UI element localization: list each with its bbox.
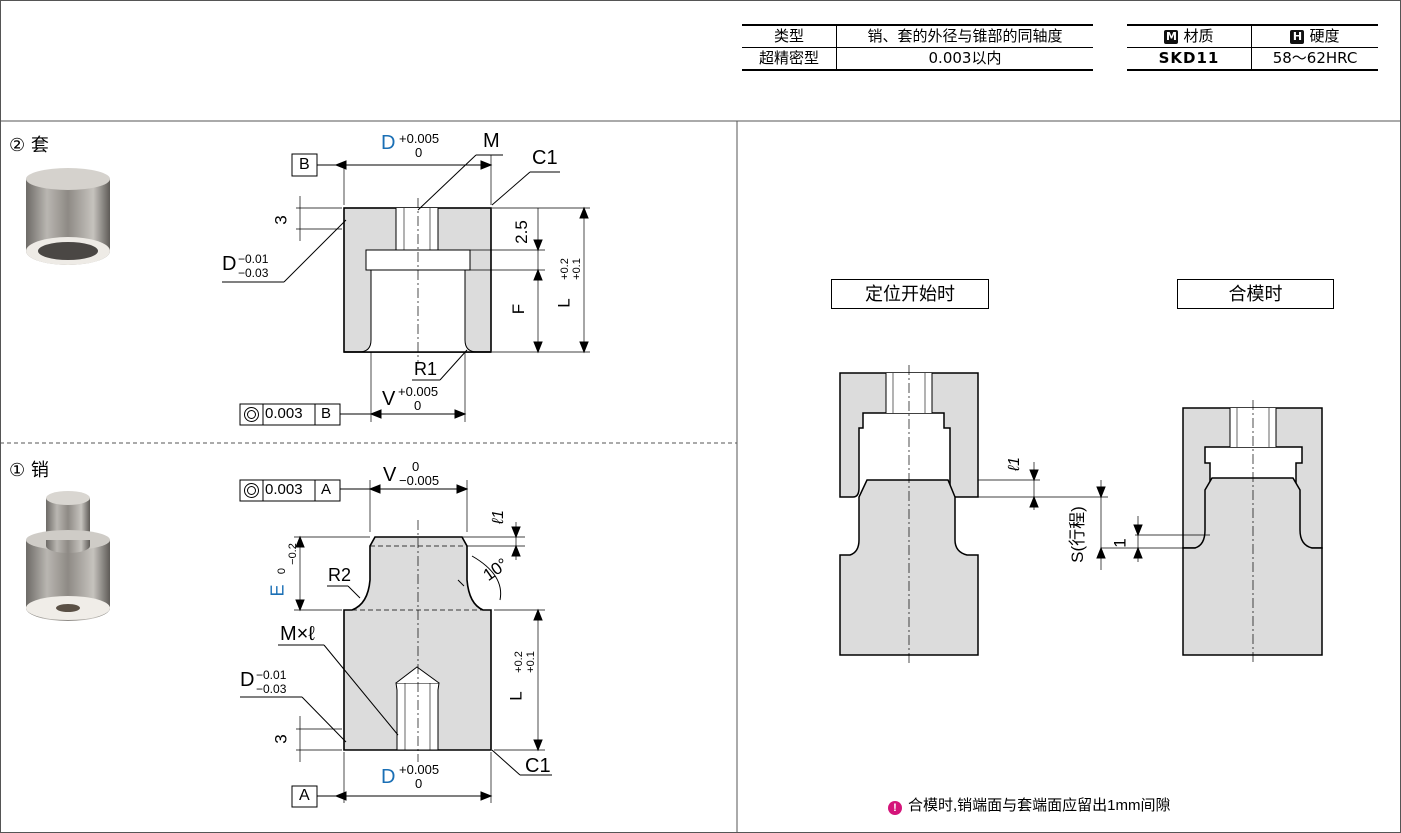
bushing-l-label: L (554, 298, 574, 308)
bushing-dminus-upper: −0.01 (238, 252, 269, 266)
spec-table-type: 类型 销、套的外径与锥部的同轴度 超精密型 0.003以内 (742, 24, 1093, 71)
pin-v-letter: V (383, 464, 397, 486)
pin-mxl-label: M×ℓ (280, 623, 315, 645)
pin-d-tol-upper: +0.005 (399, 762, 440, 777)
bushing-datum-label: B (299, 156, 310, 173)
bushing-photo (26, 168, 110, 265)
pin-e-tol-upper: 0 (276, 567, 289, 575)
bushing-d-tol-upper: +0.005 (399, 131, 440, 146)
bushing-drawing (222, 153, 590, 426)
warning-icon: ! (888, 801, 902, 815)
bushing-2-5-label: 2.5 (511, 220, 531, 244)
pin-c1-label: C1 (525, 755, 551, 777)
bushing-dminus-letter: D (222, 253, 237, 275)
assembly-start (839, 365, 1108, 665)
pin-dminus-lower: −0.03 (256, 682, 287, 696)
pin-v-tol-upper: 0 (412, 459, 420, 474)
bushing-v-tol-lower: 0 (414, 398, 422, 413)
bushing-section-title: ② 套 (9, 135, 49, 156)
bushing-f-label: F (509, 303, 529, 315)
gap-one-label: 1 (1110, 538, 1130, 548)
pin-photo (26, 491, 110, 621)
pin-coax-value: 0.003 (265, 481, 303, 498)
hardness-value: 58～62HRC (1251, 47, 1378, 71)
pin-l-tol-lower: +0.1 (524, 651, 537, 673)
material-value: SKD11 (1127, 47, 1252, 71)
bushing-l-tol-upper: +0.2 (558, 258, 571, 280)
label-start-box: 定位开始时 (831, 279, 989, 309)
pin-d-letter: D (381, 766, 396, 788)
pin-r2-label: R2 (328, 565, 352, 585)
bushing-r1-label: R1 (414, 359, 438, 379)
pin-l-tol-upper: +0.2 (512, 651, 525, 673)
pin-d-tol-lower: 0 (415, 776, 423, 791)
hardness-badge-icon: H (1290, 30, 1305, 44)
pin-dminus-upper: −0.01 (256, 668, 287, 682)
bushing-dminus-lower: −0.03 (238, 266, 269, 280)
material-badge-icon: M (1164, 30, 1179, 44)
pin-section-title: ① 销 (9, 460, 49, 481)
pin-drawing (239, 479, 552, 808)
pin-dminus-letter: D (240, 669, 255, 691)
pin-datum-label: A (299, 787, 310, 804)
pin-v-tol-lower: −0.005 (399, 473, 440, 488)
stroke-label: S(行程) (1067, 506, 1087, 563)
bushing-d-tol-lower: 0 (415, 145, 423, 160)
coaxiality-value: 0.003以内 (836, 47, 1093, 71)
pin-coax-datum: A (321, 481, 332, 498)
type-value: 超精密型 (742, 47, 837, 71)
assembly-l1-label: ℓ1 (1006, 456, 1024, 472)
pin-l-label: L (506, 691, 526, 701)
bushing-3-label: 3 (271, 215, 291, 225)
pin-e-letter: E (267, 584, 288, 597)
closing-note: !合模时,销端面与套端面应留出1mm间隙 (888, 794, 1171, 815)
bushing-c1-label: C1 (532, 147, 558, 169)
pin-angle-label: 10° (479, 554, 512, 585)
bushing-v-letter: V (382, 388, 396, 410)
bushing-coax-datum: B (321, 405, 332, 422)
label-closed-box: 合模时 (1177, 279, 1334, 309)
bushing-l-tol-lower: +0.1 (570, 258, 583, 280)
pin-3-label: 3 (271, 734, 291, 744)
bushing-m-label: M (483, 130, 500, 152)
assembly-closed (1096, 400, 1323, 665)
bushing-v-tol-upper: +0.005 (398, 384, 439, 399)
bushing-coax-value: 0.003 (265, 405, 303, 422)
bushing-d-letter: D (381, 132, 396, 154)
pin-e-tol-lower: −0.2 (286, 543, 299, 565)
pin-l1-label: ℓ1 (490, 509, 508, 525)
